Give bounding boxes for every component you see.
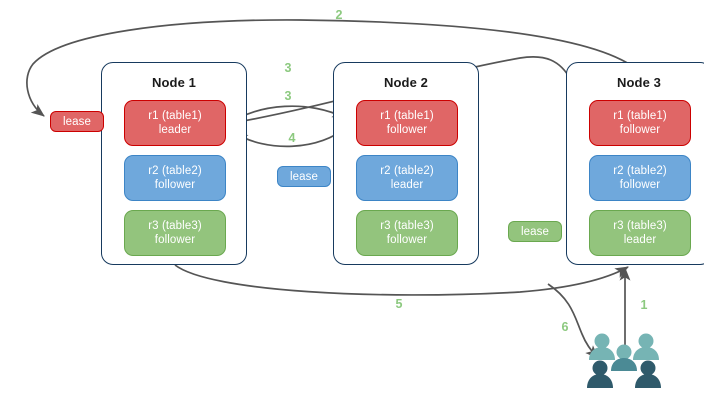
replica-name: r2 (table2) bbox=[613, 165, 667, 177]
replica-node1-r2[interactable]: r2 (table2) follower bbox=[124, 155, 226, 201]
replica-role: leader bbox=[623, 234, 657, 246]
replica-role: follower bbox=[386, 234, 428, 246]
replica-name: r2 (table2) bbox=[380, 165, 434, 177]
replica-name: r1 (table1) bbox=[148, 110, 202, 122]
node-box-node3[interactable]: Node 3 r1 (table1) follower r2 (table2) … bbox=[566, 62, 704, 265]
replica-role: follower bbox=[619, 124, 661, 136]
replica-role: follower bbox=[154, 179, 196, 191]
users-icon bbox=[587, 333, 661, 388]
replica-node3-r3[interactable]: r3 (table3) leader bbox=[589, 210, 691, 256]
replica-name: r3 (table3) bbox=[613, 220, 667, 232]
node-title-node1: Node 1 bbox=[152, 75, 196, 90]
replica-name: r1 (table1) bbox=[613, 110, 667, 122]
replica-name: r3 (table3) bbox=[380, 220, 434, 232]
edge-label-1: 1 bbox=[640, 298, 648, 312]
replica-role: leader bbox=[158, 124, 192, 136]
replica-node1-r3[interactable]: r3 (table3) follower bbox=[124, 210, 226, 256]
replica-role: follower bbox=[154, 234, 196, 246]
replica-node1-r1[interactable]: r1 (table1) leader bbox=[124, 100, 226, 146]
node-title-node3: Node 3 bbox=[617, 75, 661, 90]
edge-label-2: 2 bbox=[335, 8, 343, 22]
replica-role: follower bbox=[386, 124, 428, 136]
edge-label-5: 5 bbox=[395, 297, 403, 311]
edge-label-4: 4 bbox=[288, 131, 296, 145]
node-box-node2[interactable]: Node 2 r1 (table1) follower r2 (table2) … bbox=[333, 62, 479, 265]
replica-name: r1 (table1) bbox=[380, 110, 434, 122]
replica-node2-r3[interactable]: r3 (table3) follower bbox=[356, 210, 458, 256]
replica-role: follower bbox=[619, 179, 661, 191]
edge-label-6: 6 bbox=[561, 320, 569, 334]
lease-badge-r3[interactable]: lease bbox=[508, 221, 562, 242]
edge-label-3a: 3 bbox=[284, 61, 292, 75]
replica-role: leader bbox=[390, 179, 424, 191]
replica-node3-r1[interactable]: r1 (table1) follower bbox=[589, 100, 691, 146]
replica-node2-r1[interactable]: r1 (table1) follower bbox=[356, 100, 458, 146]
replica-node3-r2[interactable]: r2 (table2) follower bbox=[589, 155, 691, 201]
edge-label-3b: 3 bbox=[284, 89, 292, 103]
replica-name: r2 (table2) bbox=[148, 165, 202, 177]
node-title-node2: Node 2 bbox=[384, 75, 428, 90]
replica-node2-r2[interactable]: r2 (table2) leader bbox=[356, 155, 458, 201]
node-box-node1[interactable]: Node 1 r1 (table1) leader r2 (table2) fo… bbox=[101, 62, 247, 265]
lease-badge-r1[interactable]: lease bbox=[50, 111, 104, 132]
lease-badge-r2[interactable]: lease bbox=[277, 166, 331, 187]
replica-name: r3 (table3) bbox=[148, 220, 202, 232]
edge-5-path bbox=[174, 264, 629, 296]
